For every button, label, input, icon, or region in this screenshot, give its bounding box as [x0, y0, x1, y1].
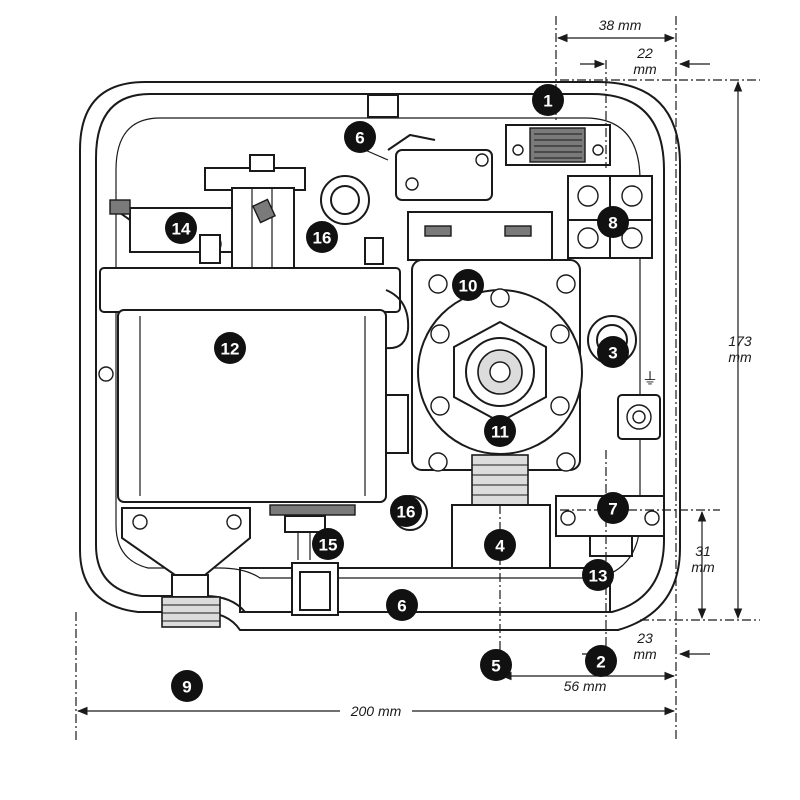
dim-56mm: 56 mm	[564, 678, 607, 694]
svg-text:4: 4	[495, 537, 505, 556]
svg-text:6: 6	[397, 597, 406, 616]
dim-173-value: 173	[728, 333, 752, 349]
callout-9: 9	[171, 670, 203, 702]
callout-7: 7	[597, 492, 629, 524]
micro-switch	[364, 133, 493, 201]
ground-symbol-icon: ⏚	[642, 369, 658, 388]
top-fitting	[367, 94, 399, 118]
bottom-outlet	[121, 507, 251, 628]
svg-text:6: 6	[355, 129, 364, 148]
svg-text:9: 9	[182, 678, 191, 697]
callout-14: 14	[165, 212, 197, 244]
dim-38mm: 38 mm	[599, 17, 642, 33]
svg-text:13: 13	[589, 567, 608, 586]
flow-unit	[407, 211, 583, 569]
thermal-fuse	[269, 504, 356, 560]
heater-tank	[99, 267, 410, 503]
callout-15: 15	[312, 528, 344, 560]
terminal-block-8	[567, 175, 653, 259]
dim-200mm: 200 mm	[350, 703, 402, 719]
svg-text:14: 14	[172, 220, 191, 239]
svg-text:16: 16	[313, 229, 332, 248]
callout-3: 3	[597, 336, 629, 368]
dim-22-value: 22	[636, 45, 653, 61]
housing	[79, 81, 681, 631]
svg-text:16: 16	[397, 503, 416, 522]
callout-1: 1	[532, 84, 564, 116]
housing-screws	[98, 234, 384, 382]
svg-text:5: 5	[491, 657, 500, 676]
svg-text:10: 10	[459, 277, 478, 296]
callout-6-bottom: 6	[386, 589, 418, 621]
callout-11: 11	[484, 415, 516, 447]
earth-terminal: ⏚	[617, 369, 661, 440]
svg-text:1: 1	[543, 92, 552, 111]
keyhole-mount-top	[320, 175, 370, 225]
dim-23-unit: mm	[633, 646, 657, 662]
svg-text:8: 8	[608, 214, 617, 233]
svg-text:3: 3	[608, 344, 617, 363]
bottom-channel	[239, 562, 611, 616]
callout-12: 12	[214, 332, 246, 364]
svg-text:7: 7	[608, 500, 617, 519]
dim-173-unit: mm	[728, 349, 752, 365]
svg-text:12: 12	[221, 340, 240, 359]
svg-text:2: 2	[596, 653, 605, 672]
callout-8: 8	[597, 206, 629, 238]
callout-13: 13	[582, 559, 614, 591]
callout-5: 5	[480, 649, 512, 681]
dim-23-value: 23	[636, 630, 653, 646]
callout-2: 2	[585, 645, 617, 677]
dim-31-value: 31	[695, 543, 711, 559]
svg-text:15: 15	[319, 536, 338, 555]
callout-16-bottom: 16	[390, 495, 422, 527]
callout-10: 10	[452, 269, 484, 301]
dimension-labels: 38 mm 22 mm 173 mm 31 mm 23 mm 56 mm 200…	[340, 17, 752, 720]
callout-badges: 1 6 8 14 16 10 12 3 11 16 7 15 4 13 6 2 …	[165, 84, 629, 702]
svg-text:11: 11	[491, 423, 509, 442]
dim-31-unit: mm	[691, 559, 715, 575]
callout-16-top: 16	[306, 221, 338, 253]
top-terminal-block	[505, 124, 611, 166]
dim-22-unit: mm	[633, 61, 657, 77]
callout-6-top: 6	[344, 121, 376, 153]
callout-4: 4	[484, 529, 516, 561]
